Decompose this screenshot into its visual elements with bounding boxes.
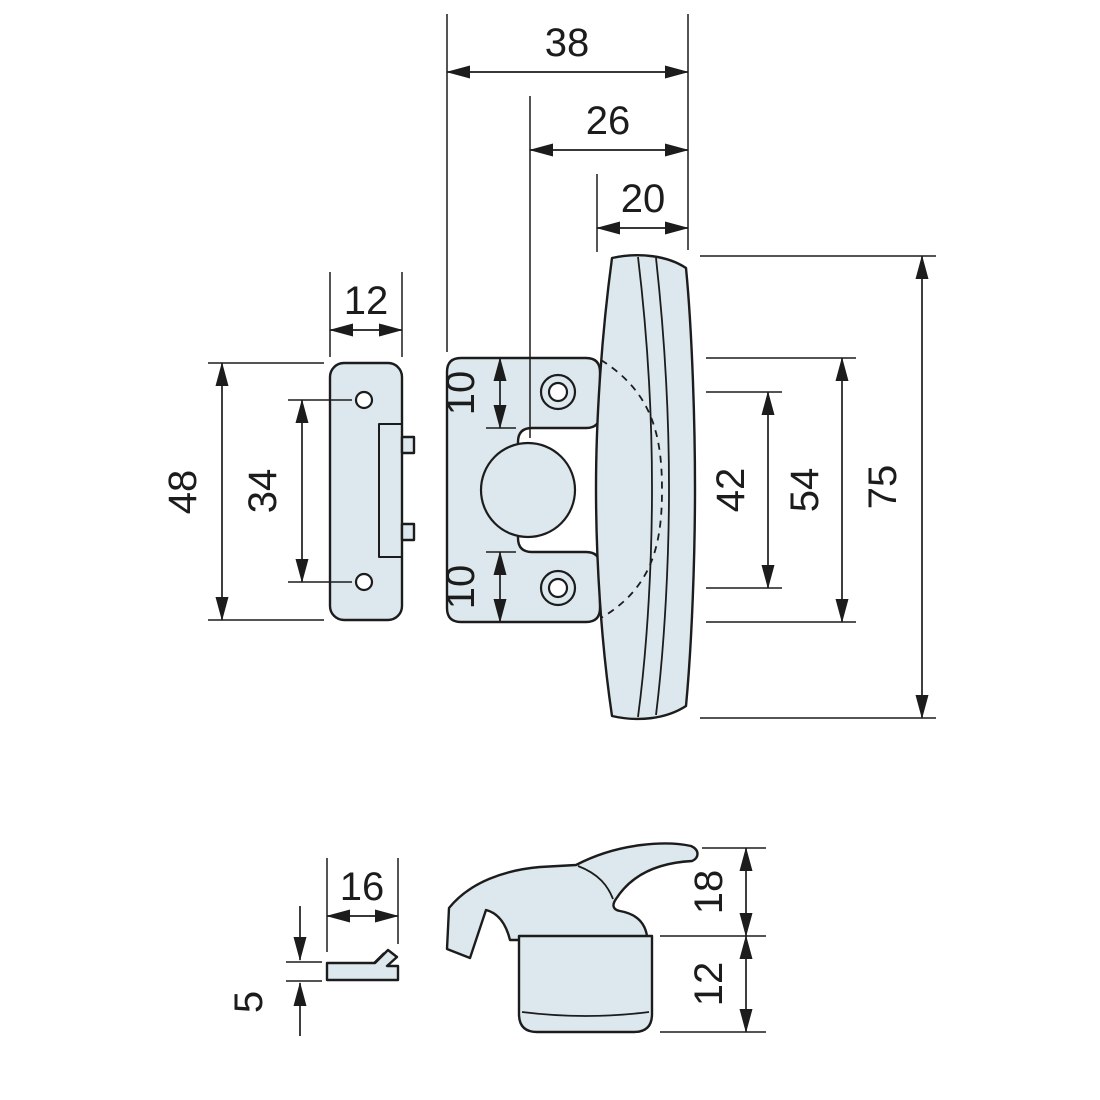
dim-base-height: 54	[783, 357, 849, 623]
dim-label-75: 75	[861, 465, 905, 510]
front-view-dimensions: 38 26 20 12 48 34 10	[161, 14, 936, 719]
screw-hole-bottom	[547, 577, 569, 599]
dim-bottom-tab: 10	[439, 551, 507, 623]
screw-hole-top	[547, 381, 569, 403]
dim-handle-height: 75	[861, 255, 929, 719]
keeper-outline	[325, 948, 400, 982]
dim-handle-width: 20	[596, 177, 689, 235]
dim-label-26: 26	[586, 99, 631, 143]
grip-outline	[517, 934, 654, 1034]
dim-label-16: 16	[340, 865, 385, 909]
handle-facet-line-2	[655, 257, 670, 716]
bracket-front	[445, 356, 602, 624]
dim-latch-arm-height: 18	[687, 847, 753, 937]
keeper-bend-line	[373, 952, 385, 964]
dim-label-48: 48	[161, 470, 205, 515]
dim-grip-thickness: 12	[687, 935, 753, 1033]
dim-top-tab: 10	[439, 357, 507, 429]
dim-overall-width: 38	[446, 21, 689, 79]
keeper-side	[325, 948, 400, 982]
dim-label-20: 20	[621, 177, 666, 221]
dim-label-38: 38	[545, 21, 590, 65]
dim-mid-width: 26	[529, 99, 689, 157]
handle-front	[594, 254, 697, 721]
dim-plate-width: 12	[329, 279, 403, 337]
latch-arm-facet-line	[577, 865, 614, 900]
dim-keeper-width: 16	[326, 865, 399, 923]
spindle-boss	[479, 441, 577, 539]
plate-hole-bottom	[354, 572, 374, 592]
dim-label-12: 12	[344, 279, 389, 323]
plate-hole-top	[354, 390, 374, 410]
dim-label-10-bottom: 10	[439, 565, 483, 610]
hidden-boss-curve	[600, 359, 663, 619]
dim-plate-hole-spacing: 34	[241, 399, 309, 583]
grip-bottom-face-line	[521, 1011, 650, 1017]
dim-screw-hole-spacing: 42	[709, 391, 775, 589]
front-view	[328, 254, 697, 721]
plate-tab-top	[400, 435, 416, 455]
dim-label-5: 5	[227, 991, 271, 1013]
handle-facet-line-1	[637, 256, 653, 718]
dim-label-12-side: 12	[687, 962, 731, 1007]
mounting-plate-front	[328, 361, 416, 622]
dim-plate-height: 48	[161, 362, 229, 621]
side-view-dimensions: 16 5 18 12	[227, 847, 766, 1036]
dim-keeper-thickness: 5	[227, 906, 307, 1036]
plate-tab-bottom	[400, 522, 416, 542]
dim-label-54: 54	[783, 468, 827, 513]
plate-channel	[378, 423, 403, 558]
dim-label-42: 42	[709, 468, 753, 513]
side-view	[325, 842, 699, 1034]
dim-label-34: 34	[241, 469, 285, 514]
latch-side	[445, 842, 699, 1034]
dim-label-18: 18	[687, 870, 731, 915]
dim-label-10-top: 10	[439, 371, 483, 416]
